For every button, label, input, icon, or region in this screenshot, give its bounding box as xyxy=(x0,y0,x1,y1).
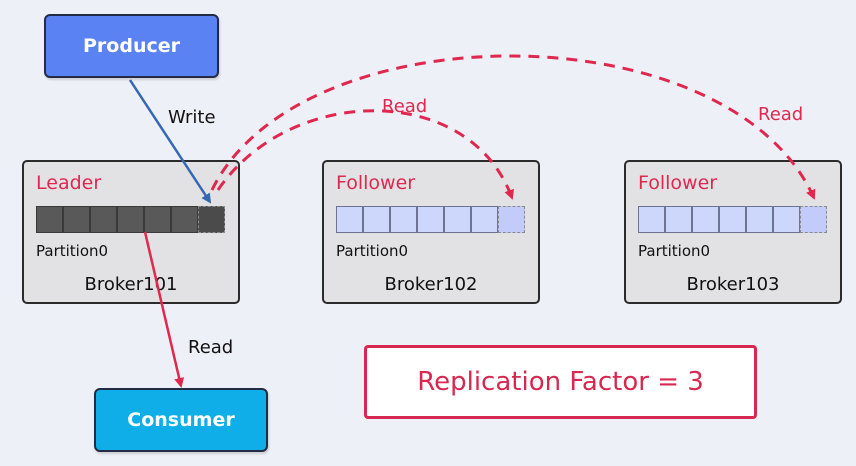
log-segment xyxy=(719,206,746,233)
log-segment xyxy=(63,206,90,233)
log-segment-new xyxy=(498,206,525,233)
log-segment xyxy=(144,206,171,233)
write-label: Write xyxy=(168,107,216,128)
replica-read-label-102: Read xyxy=(382,96,428,117)
consumer-node[interactable]: Consumer xyxy=(94,388,268,452)
log-segment xyxy=(363,206,390,233)
log-segment xyxy=(746,206,773,233)
follower-partition-log xyxy=(638,206,827,233)
broker-103-partition: Partition0 xyxy=(638,242,711,260)
broker-103-name: Broker103 xyxy=(686,274,780,295)
replication-factor-box: Replication Factor = 3 xyxy=(364,345,757,419)
producer-node[interactable]: Producer xyxy=(44,14,219,78)
log-segment xyxy=(665,206,692,233)
log-segment xyxy=(90,206,117,233)
broker-102-partition: Partition0 xyxy=(336,242,409,260)
broker-102[interactable]: Follower Partition0 Broker102 xyxy=(322,160,540,304)
log-segment xyxy=(336,206,363,233)
replica-read-label-103: Read xyxy=(758,104,804,125)
broker-103-role: Follower xyxy=(638,172,718,194)
leader-partition-log xyxy=(36,206,225,233)
broker-101-role: Leader xyxy=(36,172,102,194)
broker-102-role: Follower xyxy=(336,172,416,194)
follower-partition-log xyxy=(336,206,525,233)
log-segment xyxy=(36,206,63,233)
producer-label: Producer xyxy=(83,35,180,57)
log-segment xyxy=(444,206,471,233)
broker-101[interactable]: Leader Partition0 Broker101 xyxy=(22,160,240,304)
log-segment xyxy=(417,206,444,233)
log-segment xyxy=(638,206,665,233)
log-segment xyxy=(692,206,719,233)
broker-103[interactable]: Follower Partition0 Broker103 xyxy=(624,160,842,304)
log-segment xyxy=(773,206,800,233)
replication-factor-label: Replication Factor = 3 xyxy=(417,367,704,397)
log-segment xyxy=(471,206,498,233)
broker-102-name: Broker102 xyxy=(384,274,478,295)
broker-101-partition: Partition0 xyxy=(36,242,109,260)
log-segment xyxy=(390,206,417,233)
log-segment xyxy=(171,206,198,233)
log-segment-new xyxy=(198,206,225,233)
log-segment xyxy=(117,206,144,233)
broker-101-name: Broker101 xyxy=(84,274,178,295)
consumer-read-label: Read xyxy=(188,337,234,358)
log-segment-new xyxy=(800,206,827,233)
consumer-label: Consumer xyxy=(127,409,235,431)
